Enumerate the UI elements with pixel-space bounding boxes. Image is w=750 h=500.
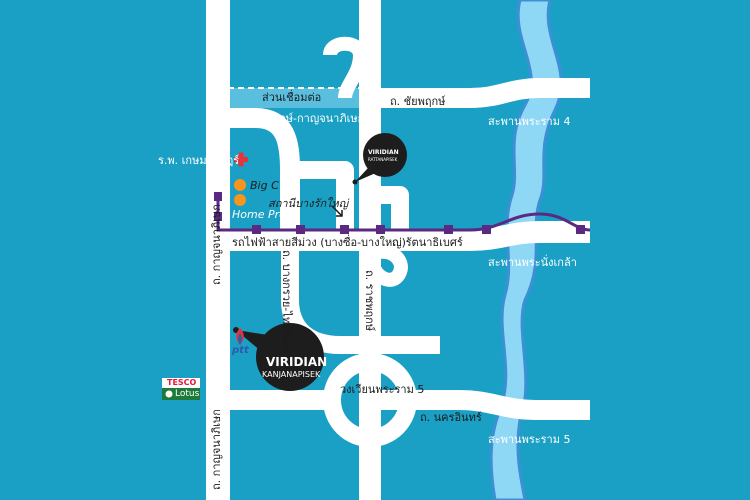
- nakhon-in-road: [370, 390, 590, 420]
- pin-kanjanapisek-sub: KANJANAPISEK: [262, 370, 321, 379]
- pin-ratanapisek-sub: RATTANAPISEK: [368, 157, 398, 162]
- top-loop: [323, 36, 367, 99]
- big-c-dot: [234, 179, 246, 191]
- station-arrow-icon: [331, 205, 343, 217]
- hospital-label: ร.พ. เกษมราษฎร์: [158, 154, 240, 167]
- home-pro-dot: [234, 194, 246, 206]
- rama5-bridge-label: สะพานพระราม 5: [488, 433, 571, 446]
- rail-stations: [214, 192, 585, 234]
- ratchaphruek-kanchana-label: ถ. ราชพฤกษ์-กาญจนาภิเษก: [232, 112, 365, 125]
- connector-road-label: ส่วนเชื่อมต่อ: [262, 91, 322, 104]
- pin-ratanapisek-brand: VIRIDIAN: [368, 149, 399, 156]
- pin-ratanapisek: [363, 133, 407, 177]
- rattanathibet-road: [215, 221, 590, 251]
- rattanathibet-label: ถ. รัตนาธิเบศร์: [392, 236, 463, 249]
- purple-line-rail: [216, 198, 591, 232]
- lower-loop: [366, 244, 408, 287]
- tesco-lotus-logo: [162, 378, 200, 400]
- kanchanaphisek-bottom-label: ถ. กาญจนาภิเษก: [210, 409, 223, 490]
- local-road-2: [370, 186, 409, 240]
- rama4-bridge-label: สะพานพระราม 4: [488, 115, 571, 128]
- local-road-1: [290, 161, 354, 240]
- home-pro-label: Home Pro: [232, 208, 286, 221]
- hospital-icon: [234, 152, 248, 167]
- chao-phraya-river: [489, 0, 563, 500]
- nonthaburi-bridge-label: สะพานพระนั่งเกล้า: [488, 256, 577, 269]
- nakhon-in-label: ถ. นครอินทร์: [420, 411, 482, 424]
- tesco-label: TESCO: [167, 378, 197, 387]
- bang-yai-station-label: สถานีบางรักใหญ่: [268, 197, 349, 210]
- big-c-label: Big C: [250, 179, 279, 192]
- bang-kruai-sai-noi-label: ถ. บางกรวย-ไทรน้อย: [280, 250, 293, 351]
- pin-kanjanapisek: [256, 323, 324, 391]
- rama5-roundabout: [323, 353, 417, 447]
- ptt-label: ptt: [232, 345, 249, 356]
- pin-kanjanapisek-brand: VIRIDIAN: [266, 355, 328, 369]
- chaiyaphruek-road: [370, 78, 590, 108]
- lotus-label: Lotus: [175, 389, 200, 399]
- ratchaphruek-kanchana-link: [218, 108, 300, 240]
- chaiyaphruek-label: ถ. ชัยพฤกษ์: [390, 95, 446, 108]
- connector-road-band: [228, 88, 368, 108]
- kanchanaphisek-top-label: ถ. กาญจนาภิเษก: [210, 204, 223, 285]
- rama5-circle-label: วงเวียนพระราม 5: [340, 383, 425, 396]
- purple-line-label: รถไฟฟ้าสายสีม่วง (บางซื่อ-บางใหญ่): [232, 236, 406, 249]
- ratchaphruek-label: ถ. ราชพฤกษ์: [363, 270, 376, 332]
